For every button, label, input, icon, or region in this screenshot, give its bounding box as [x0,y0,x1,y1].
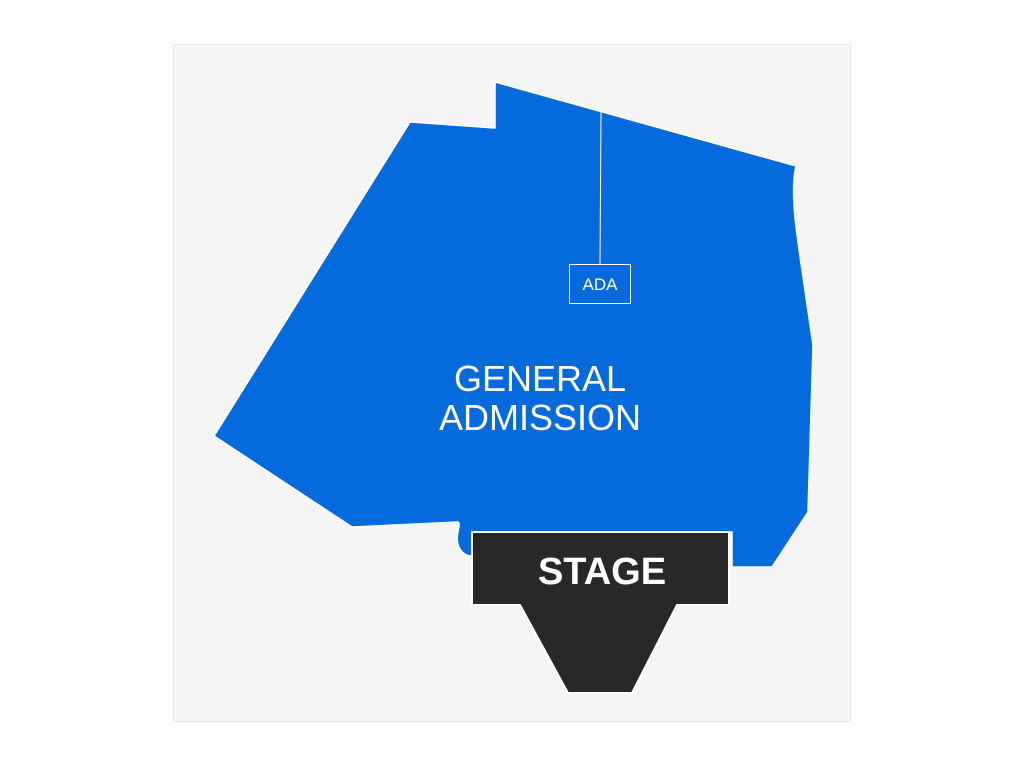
ada-label: ADA [583,275,619,294]
ada-leader-line [599,110,602,265]
general-admission-section[interactable]: ADA GENERAL ADMISSION [213,81,814,568]
stage: STAGE [471,531,730,694]
stage-shape [471,531,730,694]
section-label-line2: ADMISSION [439,397,641,438]
stage-label: STAGE [538,551,666,593]
ada-marker[interactable] [569,264,631,304]
general-admission-area[interactable] [213,81,814,568]
section-label-line1: GENERAL [454,358,626,399]
